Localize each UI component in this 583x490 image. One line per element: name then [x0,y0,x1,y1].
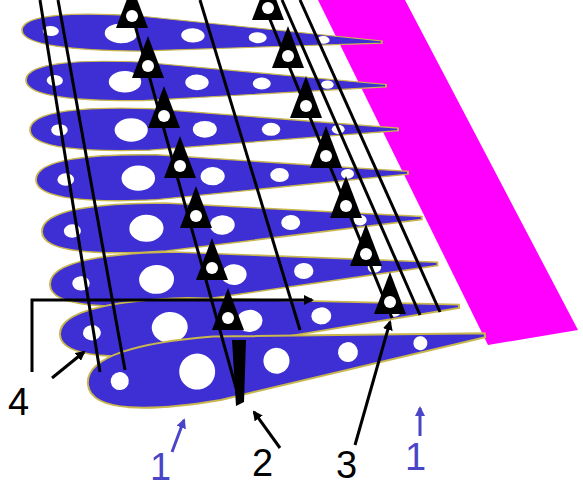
callout-number: 4 [8,383,29,421]
callout-number: 1 [405,438,426,476]
callout-number: 3 [336,446,357,484]
callout-number: 2 [252,444,273,482]
callout-number: 1 [150,448,171,486]
